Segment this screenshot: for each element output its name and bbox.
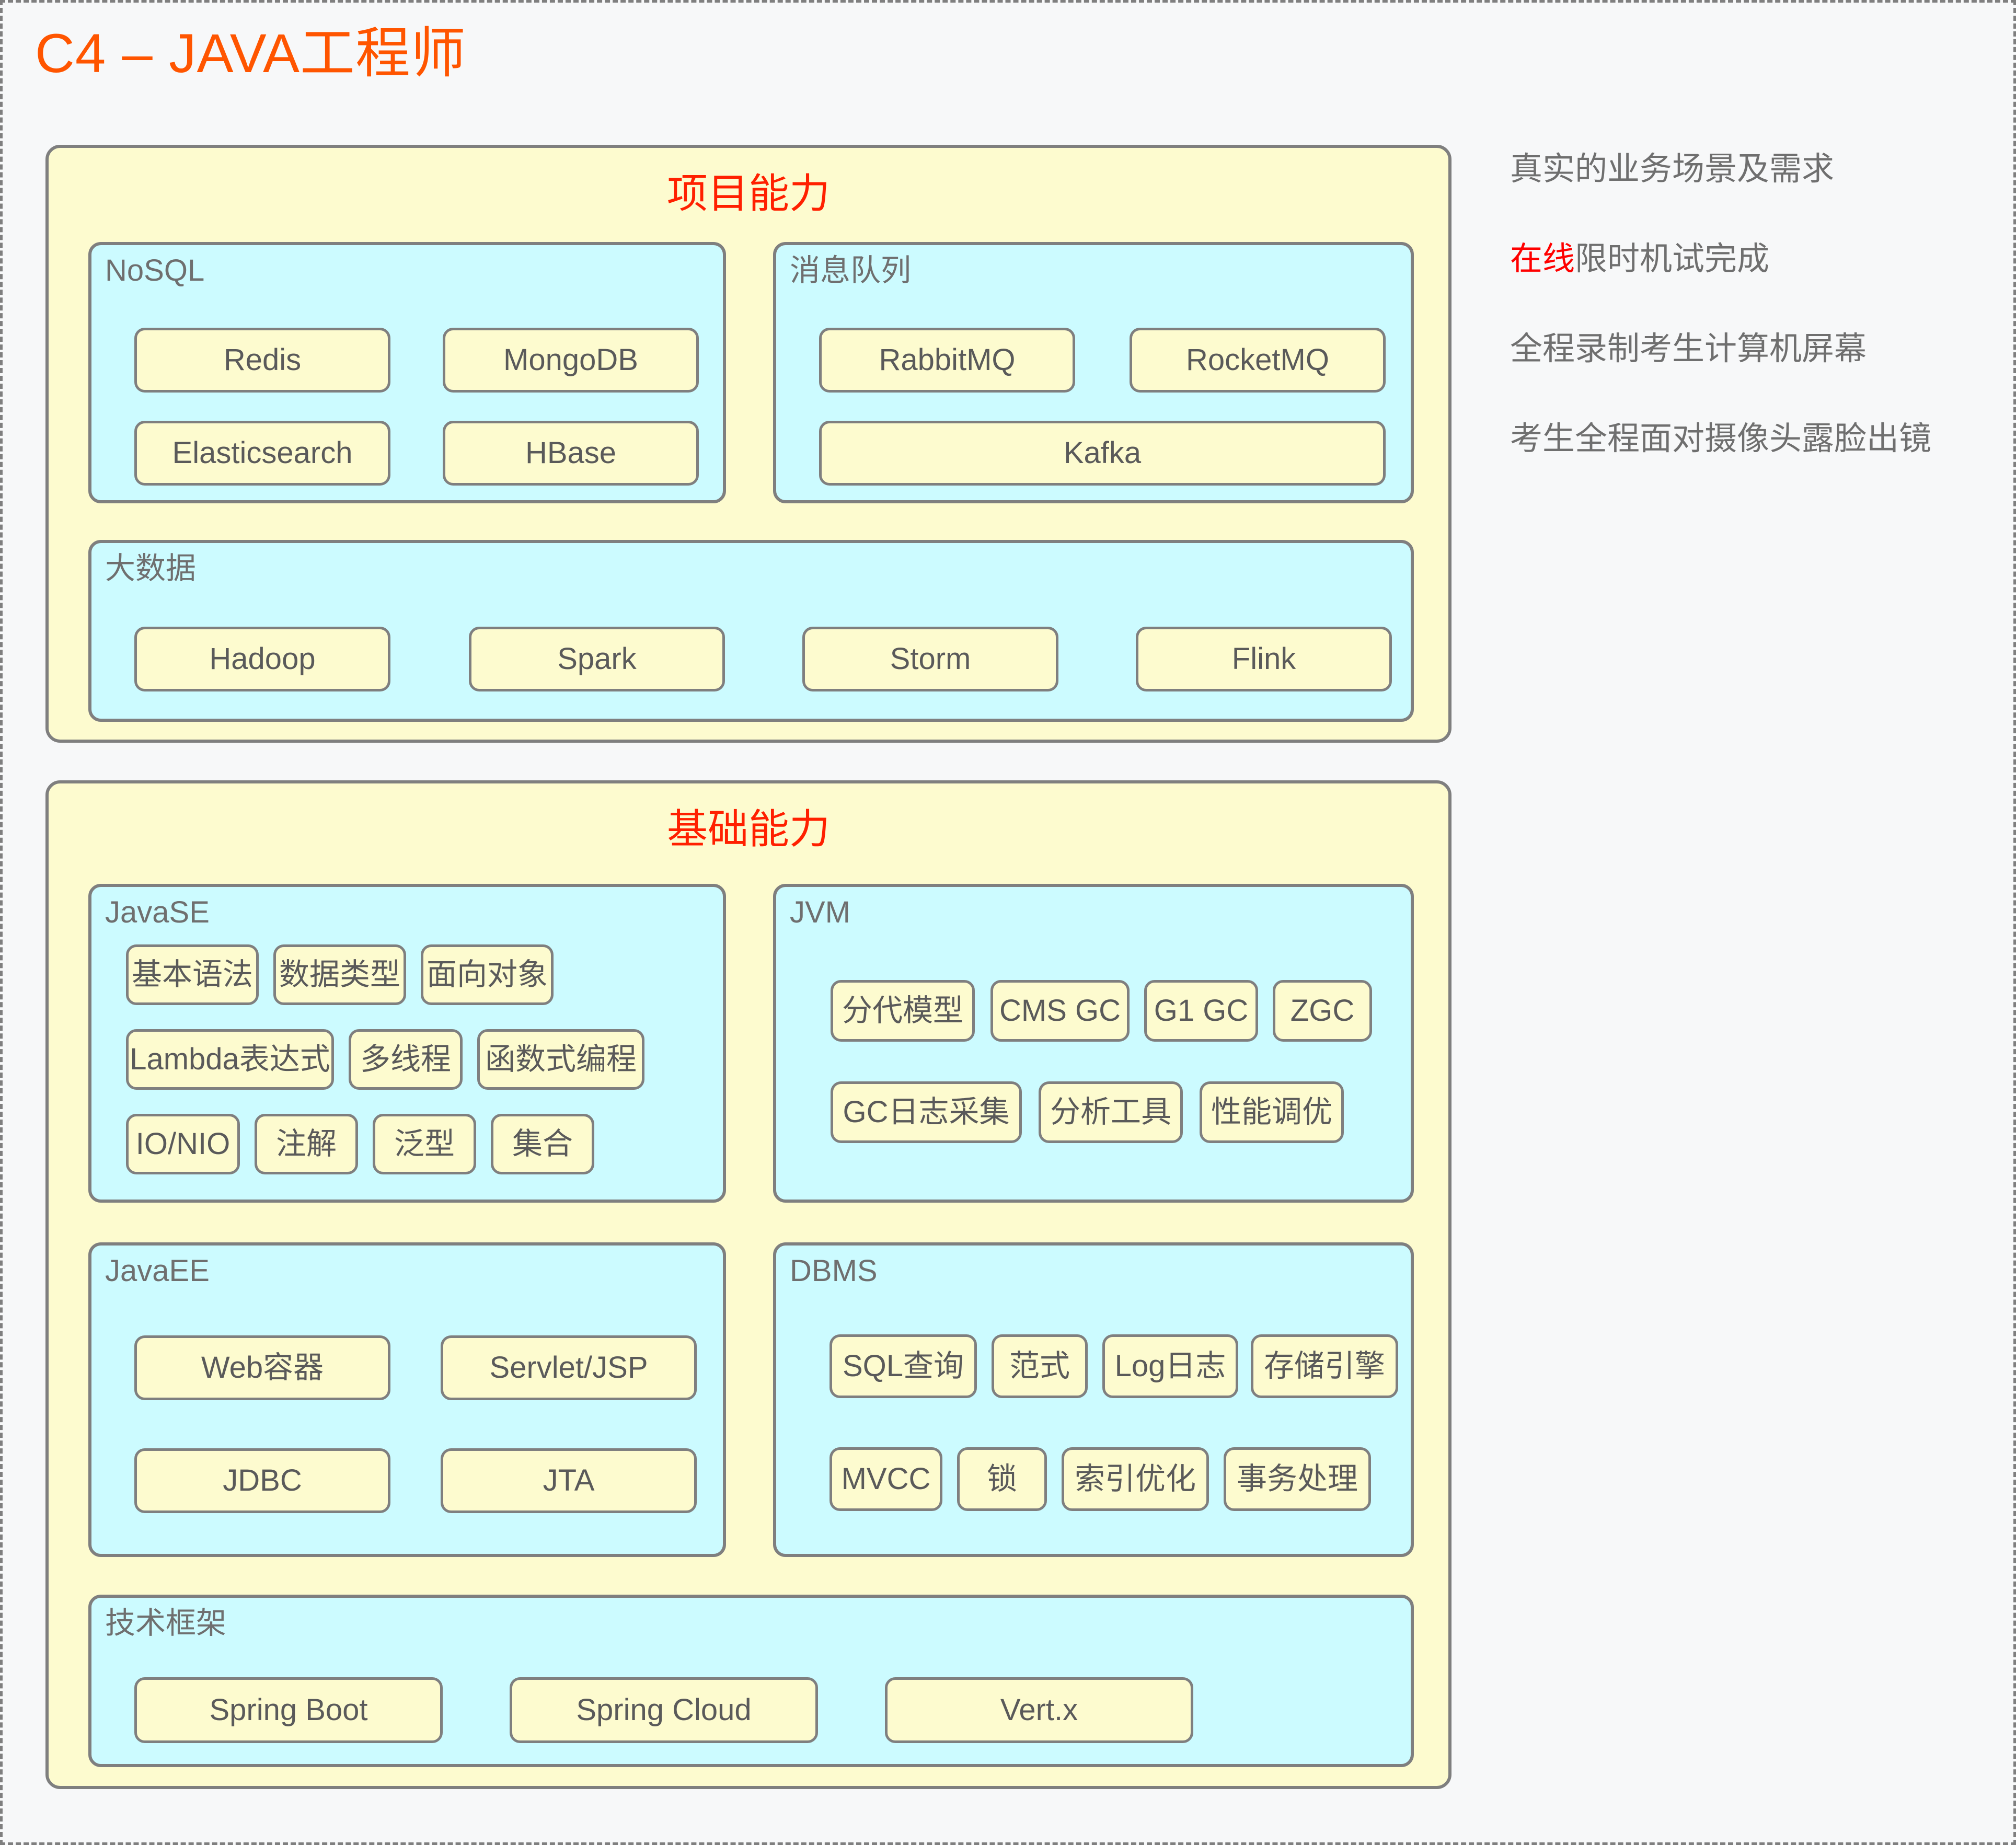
chip-multithreading[interactable]: 多线程 [349, 1029, 463, 1090]
chip-oop[interactable]: 面向对象 [421, 944, 554, 1005]
note-highlight: 在线 [1510, 241, 1575, 277]
group-javase: JavaSE 基本语法 数据类型 面向对象 Lambda表达式 多线程 函数式编… [88, 884, 726, 1203]
chip-gc-log-collect[interactable]: GC日志采集 [831, 1081, 1022, 1143]
panel-title-foundation: 基础能力 [666, 806, 830, 852]
chip-index-optimization[interactable]: 索引优化 [1062, 1447, 1209, 1511]
panel-project-capability: 项目能力 NoSQL Redis MongoDB Elasticsearch H… [45, 145, 1451, 743]
chip-data-types[interactable]: 数据类型 [273, 944, 406, 1005]
group-title-javase: JavaSE [105, 895, 210, 929]
chip-generics[interactable]: 泛型 [373, 1114, 476, 1174]
group-title-message-queue: 消息队列 [790, 253, 912, 287]
group-message-queue: 消息队列 RabbitMQ RocketMQ Kafka [773, 242, 1414, 503]
chip-rabbitmq[interactable]: RabbitMQ [819, 328, 1075, 393]
group-jvm: JVM 分代模型 CMS GC G1 GC ZGC GC日志采集 分析工具 性能… [773, 884, 1414, 1203]
note-item: 全程录制考生计算机屏幕 [1510, 333, 1980, 365]
chip-elasticsearch[interactable]: Elasticsearch [134, 421, 390, 486]
chip-web-container[interactable]: Web容器 [134, 1335, 390, 1400]
chip-redis[interactable]: Redis [134, 328, 390, 393]
chip-g1-gc[interactable]: G1 GC [1144, 980, 1258, 1042]
note-item: 真实的业务场景及需求 [1510, 153, 1980, 186]
group-title-javaee: JavaEE [105, 1254, 210, 1288]
panel-foundation-capability: 基础能力 JavaSE 基本语法 数据类型 面向对象 Lambda表达式 多线程… [45, 780, 1451, 1789]
chip-transaction[interactable]: 事务处理 [1224, 1447, 1371, 1511]
chip-hadoop[interactable]: Hadoop [134, 627, 390, 691]
note-text: 限时机试完成 [1575, 241, 1770, 277]
chip-spring-boot[interactable]: Spring Boot [134, 1677, 443, 1743]
chip-storm[interactable]: Storm [802, 627, 1058, 691]
group-title-tech-framework: 技术框架 [105, 1606, 227, 1640]
chip-io-nio[interactable]: IO/NIO [126, 1114, 240, 1174]
chip-spark[interactable]: Spark [469, 627, 725, 691]
notes-list: 真实的业务场景及需求 在线限时机试完成 全程录制考生计算机屏幕 考生全程面对摄像… [1510, 153, 1980, 513]
group-title-dbms: DBMS [790, 1254, 878, 1288]
chip-functional-prog[interactable]: 函数式编程 [477, 1029, 644, 1090]
chip-log[interactable]: Log日志 [1102, 1334, 1238, 1398]
chip-performance-tuning[interactable]: 性能调优 [1200, 1081, 1344, 1143]
chip-vertx[interactable]: Vert.x [885, 1677, 1193, 1743]
chip-servlet-jsp[interactable]: Servlet/JSP [441, 1335, 697, 1400]
chip-generational-model[interactable]: 分代模型 [831, 980, 975, 1042]
chip-spring-cloud[interactable]: Spring Cloud [510, 1677, 818, 1743]
chip-normal-form[interactable]: 范式 [992, 1334, 1088, 1398]
chip-jta[interactable]: JTA [441, 1448, 697, 1513]
chip-lock[interactable]: 锁 [957, 1447, 1047, 1511]
chip-cms-gc[interactable]: CMS GC [990, 980, 1130, 1042]
note-item: 在线限时机试完成 [1510, 243, 1980, 275]
group-title-bigdata: 大数据 [105, 551, 197, 585]
chip-zgc[interactable]: ZGC [1273, 980, 1372, 1042]
chip-mvcc[interactable]: MVCC [830, 1447, 942, 1511]
note-text: 全程录制考生计算机屏幕 [1510, 331, 1867, 367]
chip-storage-engine[interactable]: 存储引擎 [1251, 1334, 1398, 1398]
chip-kafka[interactable]: Kafka [819, 421, 1386, 486]
chip-hbase[interactable]: HBase [443, 421, 699, 486]
chip-flink[interactable]: Flink [1136, 627, 1392, 691]
panel-title-project: 项目能力 [666, 170, 830, 216]
chip-lambda-expression[interactable]: Lambda表达式 [126, 1029, 334, 1090]
group-title-nosql: NoSQL [105, 253, 205, 287]
chip-sql-query[interactable]: SQL查询 [830, 1334, 977, 1398]
group-bigdata: 大数据 Hadoop Spark Storm Flink [88, 540, 1414, 722]
group-dbms: DBMS SQL查询 范式 Log日志 存储引擎 MVCC 锁 索引优化 事务处… [773, 1242, 1414, 1557]
note-text: 考生全程面对摄像头露脸出镜 [1510, 421, 1932, 457]
chip-basic-syntax[interactable]: 基本语法 [126, 944, 259, 1005]
note-item: 考生全程面对摄像头露脸出镜 [1510, 423, 1980, 455]
chip-jdbc[interactable]: JDBC [134, 1448, 390, 1513]
group-title-jvm: JVM [790, 895, 850, 929]
group-nosql: NoSQL Redis MongoDB Elasticsearch HBase [88, 242, 726, 503]
note-text: 真实的业务场景及需求 [1510, 151, 1835, 187]
chip-rocketmq[interactable]: RocketMQ [1130, 328, 1386, 393]
chip-analysis-tools[interactable]: 分析工具 [1039, 1081, 1183, 1143]
chip-collections[interactable]: 集合 [491, 1114, 594, 1174]
page-title: C4 – JAVA工程师 [35, 23, 466, 84]
chip-annotation[interactable]: 注解 [255, 1114, 358, 1174]
group-javaee: JavaEE Web容器 Servlet/JSP JDBC JTA [88, 1242, 726, 1557]
group-tech-framework: 技术框架 Spring Boot Spring Cloud Vert.x [88, 1595, 1414, 1767]
chip-mongodb[interactable]: MongoDB [443, 328, 699, 393]
